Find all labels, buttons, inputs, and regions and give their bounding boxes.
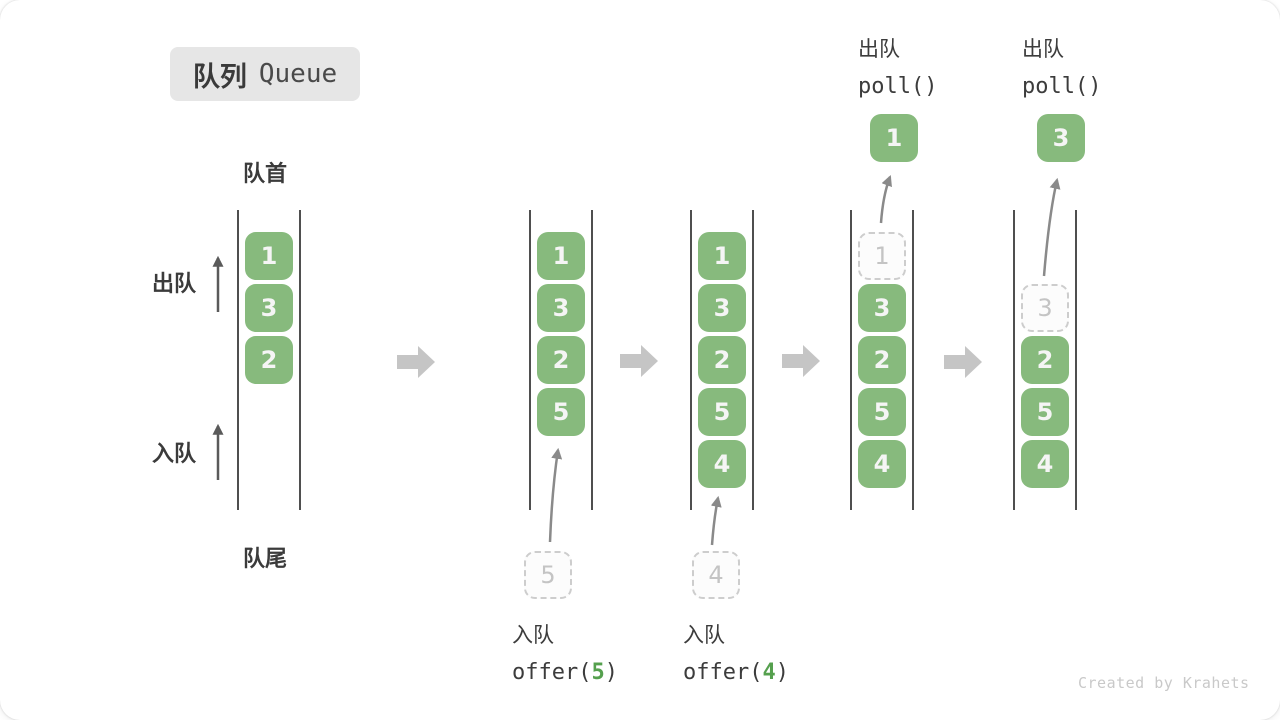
poll2-label: 出队 [1022, 38, 1064, 61]
queue-item: 2 [698, 336, 746, 384]
queue-rear-label: 队尾 [243, 546, 288, 571]
queue-wall [591, 210, 593, 510]
removed-slot-ghost: 3 [1021, 284, 1069, 332]
state-transition-arrow-icon [397, 346, 435, 378]
watermark: Created by Krahets [1078, 674, 1250, 692]
queue-item: 3 [858, 284, 906, 332]
queue-wall [529, 210, 531, 510]
queue-item: 4 [698, 440, 746, 488]
queue-item: 5 [537, 388, 585, 436]
state-transition-arrow-icon [620, 345, 658, 377]
queue-item: 2 [537, 336, 585, 384]
queue-wall [850, 210, 852, 510]
queue-wall [1075, 210, 1077, 510]
queue-wall [912, 210, 914, 510]
queue-item: 3 [698, 284, 746, 332]
poll1-annotation: 出队 poll() [858, 33, 937, 99]
poll1-label: 出队 [858, 38, 900, 61]
queue-item: 4 [1021, 440, 1069, 488]
queue-wall [752, 210, 754, 510]
pending-enqueue-box: 5 [524, 551, 572, 599]
queue-item: 2 [245, 336, 293, 384]
polled-value-box: 1 [870, 114, 918, 162]
queue-item: 3 [537, 284, 585, 332]
title-zh: 队列 [192, 61, 247, 92]
removed-slot-ghost: 1 [858, 232, 906, 280]
enqueue-side-label: 入队 [152, 441, 197, 466]
queue-item: 3 [245, 284, 293, 332]
queue-state-4: 1 3 2 5 4 [850, 210, 914, 510]
queue-item: 1 [537, 232, 585, 280]
queue-wall [299, 210, 301, 510]
queue-item: 2 [858, 336, 906, 384]
queue-front-label: 队首 [243, 161, 288, 186]
queue-wall [690, 210, 692, 510]
queue-wall [237, 210, 239, 510]
queue-item: 2 [1021, 336, 1069, 384]
queue-wall [1013, 210, 1015, 510]
poll1-code: poll() [858, 74, 938, 99]
offer5-label: 入队 [512, 624, 554, 647]
queue-item: 5 [1021, 388, 1069, 436]
title-badge: 队列 Queue [170, 47, 360, 101]
title-en: Queue [258, 59, 338, 89]
queue-item: 1 [245, 232, 293, 280]
offer4-code: offer(4) [683, 660, 789, 685]
offer4-annotation: 入队 offer(4) [683, 619, 789, 685]
offer4-label: 入队 [683, 624, 725, 647]
queue-item: 4 [858, 440, 906, 488]
queue-item: 1 [698, 232, 746, 280]
pending-enqueue-box: 4 [692, 551, 740, 599]
queue-state-1: 1 3 2 [237, 210, 301, 510]
offer5-annotation: 入队 offer(5) [512, 619, 618, 685]
queue-state-2: 1 3 2 5 [529, 210, 593, 510]
offer5-code: offer(5) [512, 660, 618, 685]
poll2-annotation: 出队 poll() [1022, 33, 1101, 99]
queue-state-3: 1 3 2 5 4 [690, 210, 754, 510]
queue-item: 5 [698, 388, 746, 436]
dequeue-side-label: 出队 [152, 271, 197, 296]
queue-state-5: 3 2 5 4 [1013, 210, 1077, 510]
polled-value-box: 3 [1037, 114, 1085, 162]
state-transition-arrow-icon [782, 345, 820, 377]
state-transition-arrow-icon [944, 346, 982, 378]
queue-item: 5 [858, 388, 906, 436]
poll2-code: poll() [1022, 74, 1102, 99]
